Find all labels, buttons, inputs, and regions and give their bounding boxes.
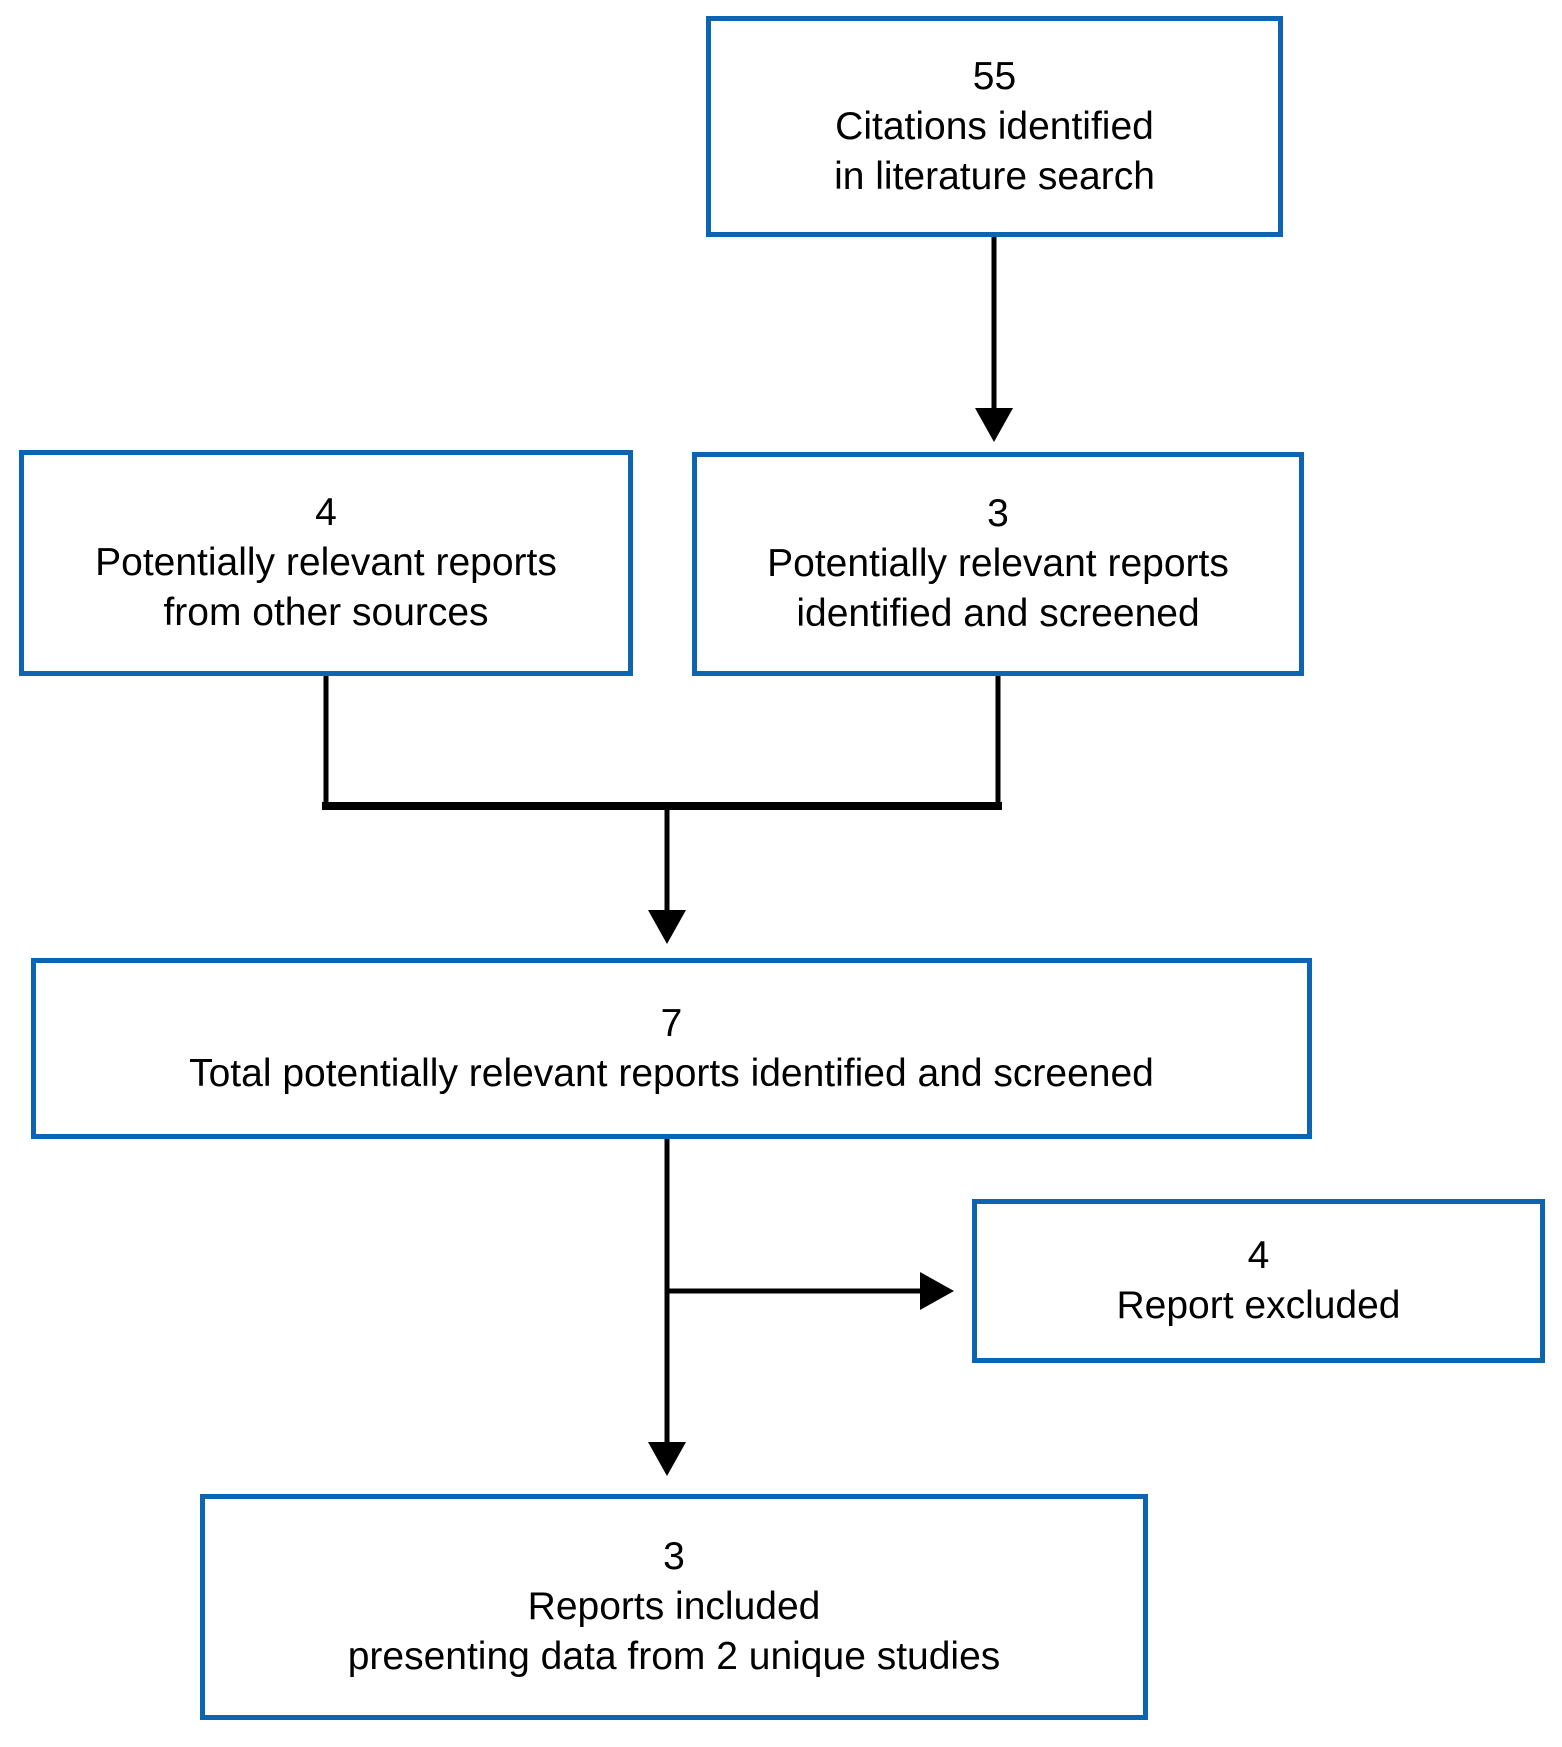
node-count: 55 (972, 54, 1017, 98)
node-reports-other-sources: 4 Potentially relevant reports from othe… (19, 450, 633, 676)
node-line: identified and screened (796, 592, 1200, 635)
node-report-excluded: 4 Report excluded (972, 1199, 1545, 1363)
node-line: in literature search (834, 154, 1155, 198)
node-line: from other sources (163, 591, 489, 634)
node-line: presenting data from 2 unique studies (347, 1635, 1001, 1678)
arrow-citations-to-identified-head (975, 408, 1013, 442)
node-line: Potentially relevant reports (767, 542, 1229, 585)
node-count: 4 (315, 491, 337, 534)
node-line: Citations identified (835, 104, 1154, 148)
node-citations-identified: 55 Citations identified in literature se… (706, 16, 1283, 237)
arrow-total-to-excluded-head (920, 1272, 954, 1310)
node-line: Reports included (527, 1585, 821, 1628)
node-count: 3 (987, 492, 1009, 535)
node-reports-included: 3 Reports included presenting data from … (200, 1494, 1148, 1720)
node-count: 4 (1247, 1234, 1270, 1277)
node-line: Total potentially relevant reports ident… (189, 1051, 1154, 1095)
node-line: Report excluded (1116, 1284, 1401, 1327)
node-reports-identified-screened: 3 Potentially relevant reports identifie… (692, 452, 1304, 676)
arrow-total-to-included-head (648, 1442, 686, 1476)
node-count: 3 (663, 1535, 685, 1578)
node-count: 7 (660, 1001, 683, 1045)
node-total-reports-screened: 7 Total potentially relevant reports ide… (31, 958, 1312, 1139)
node-line: Potentially relevant reports (95, 541, 557, 584)
arrow-merge-to-total-head (648, 910, 686, 944)
